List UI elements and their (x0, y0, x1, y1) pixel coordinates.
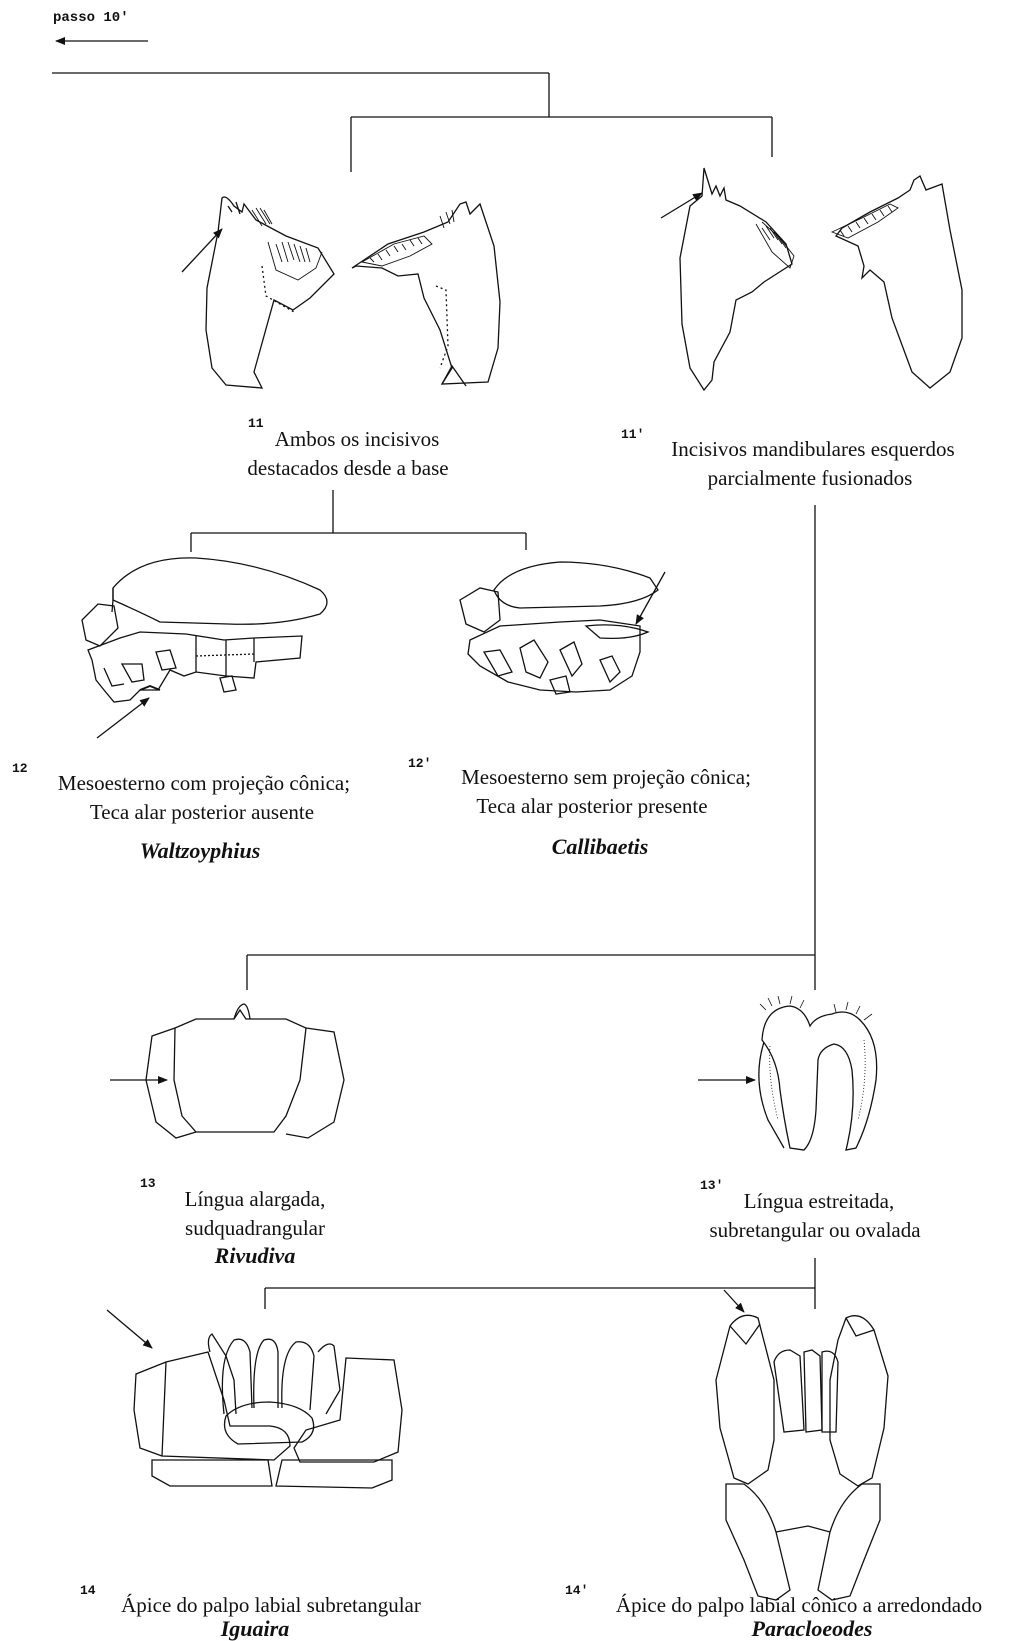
couplet-text-12p-line2: Teca alar posterior presente (444, 792, 740, 821)
thorax-arrow-12 (97, 698, 149, 738)
couplet-text-13p-line1: Língua estreitada, (724, 1187, 914, 1216)
couplet-number-11p: 11' (621, 427, 644, 442)
genus-name-14: Iguaira (155, 1618, 355, 1640)
couplet-text-11-line2: destacados desde a base (223, 454, 473, 483)
couplet-text-11-line1: Ambos os incisivos (243, 425, 471, 454)
couplet-text-13-line1: Língua alargada, (160, 1185, 350, 1214)
mandibles-fused-incisors-figure (661, 168, 962, 390)
couplet-number-14p: 14' (565, 1583, 588, 1598)
couplet-text-12p-line1: Mesoesterno sem projeção cônica; (436, 763, 776, 792)
couplet-number-13p: 13' (700, 1178, 723, 1193)
genus-name-12p: Callibaetis (500, 834, 700, 860)
genus-name-13: Rivudiva (160, 1243, 350, 1269)
tongue-wide-figure (110, 1004, 344, 1138)
thorax-waltzoyphius-figure (82, 558, 327, 738)
couplet-text-12-line2: Teca alar posterior ausente (52, 798, 352, 827)
labium-arrow-14p (724, 1290, 744, 1312)
labium-iguaira-figure (107, 1310, 402, 1488)
couplet-text-13p-line2: subretangular ou ovalada (680, 1216, 950, 1245)
tree-connector-12 (191, 490, 526, 552)
couplet-text-12-line1: Mesoesterno com projeção cônica; (34, 769, 374, 798)
couplet-text-13-line2: sudquadrangular (160, 1214, 350, 1243)
labium-arrow-14 (107, 1310, 152, 1348)
labium-paracloeodes-figure (716, 1290, 888, 1600)
mandibles-separated-incisors-figure (182, 197, 500, 388)
genus-name-14p: Paracloeodes (712, 1618, 912, 1640)
tree-connector-13 (247, 505, 815, 990)
couplet-number-12: 12 (12, 761, 28, 776)
couplet-text-11p-line2: parcialmente fusionados (660, 464, 960, 493)
couplet-text-11p-line1: Incisivos mandibulares esquerdos (648, 435, 978, 464)
couplet-number-14: 14 (80, 1583, 96, 1598)
couplet-number-12p: 12' (408, 756, 431, 771)
couplet-number-13: 13 (140, 1176, 156, 1191)
thorax-callibaetis-figure (460, 562, 665, 694)
tree-connector-11 (52, 73, 772, 172)
step-label: passo 10' (53, 10, 129, 26)
mandible-arrow-11p (661, 193, 702, 218)
tongue-narrow-figure (698, 996, 877, 1150)
genus-name-12: Waltzoyphius (100, 838, 300, 864)
mandible-arrow-11 (182, 229, 222, 272)
